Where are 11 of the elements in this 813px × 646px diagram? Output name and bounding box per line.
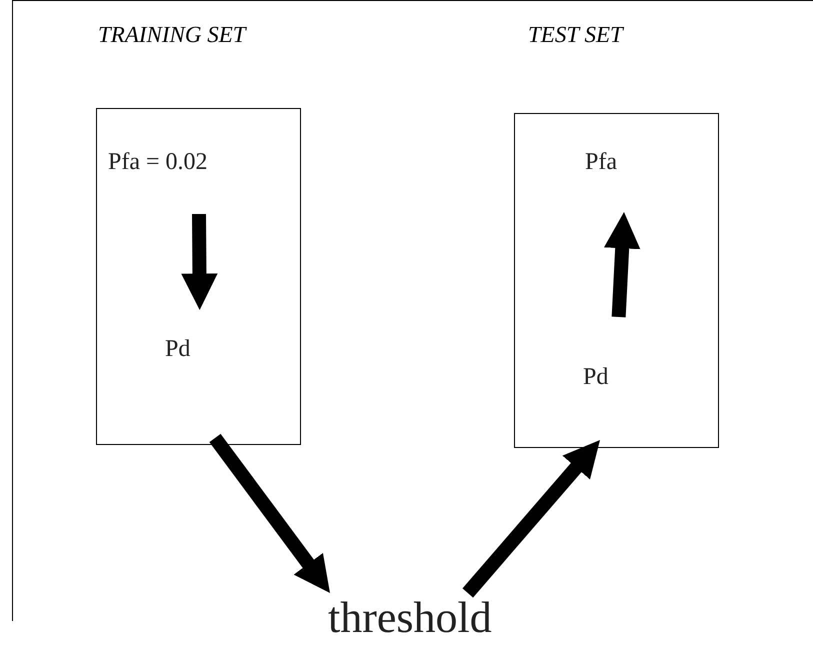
threshold-label: threshold	[328, 596, 492, 640]
block-arrow	[604, 212, 640, 318]
block-arrow	[462, 440, 600, 598]
block-arrow	[209, 434, 330, 593]
probability-label: Pd	[583, 365, 608, 389]
block-arrow	[181, 214, 218, 310]
set-heading: TRAINING SET	[98, 22, 246, 48]
probability-label: Pfa	[585, 150, 617, 174]
probability-label: Pd	[165, 337, 190, 361]
probability-label: Pfa = 0.02	[108, 150, 208, 174]
set-heading: TEST SET	[528, 22, 623, 48]
